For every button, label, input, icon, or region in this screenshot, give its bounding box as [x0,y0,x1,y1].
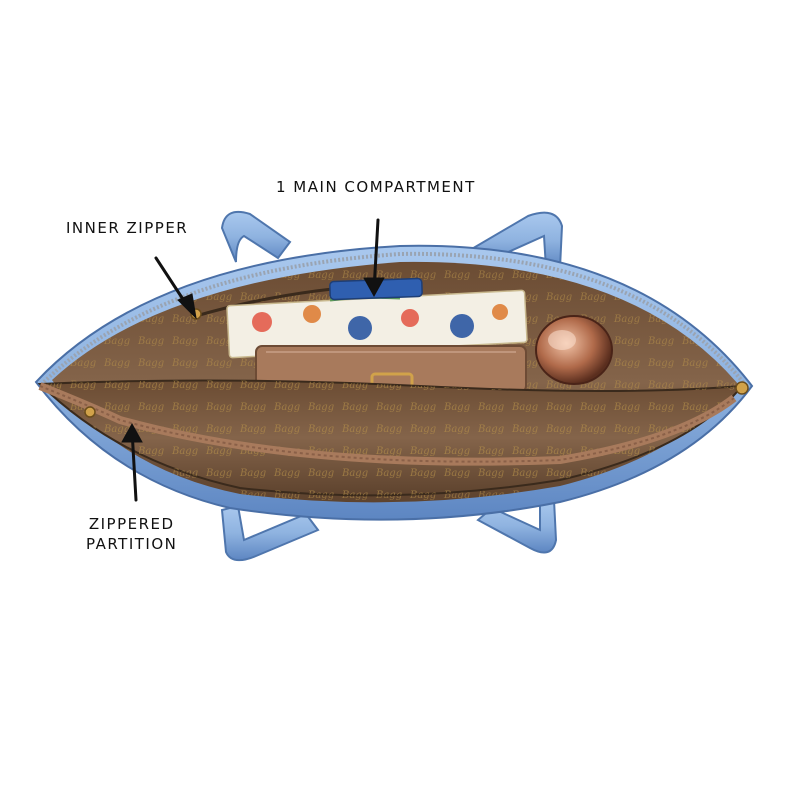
callout-main-compartment: 1 MAIN COMPARTMENT [276,178,476,196]
callout-zippered-partition-line1: ZIPPERED [88,515,175,533]
callout-zippered-partition: ZIPPERED PARTITION [86,514,177,554]
wallet-pouch [255,345,527,393]
round-tin [535,315,613,385]
callout-inner-zipper: INNER ZIPPER [66,219,189,237]
main-zipper-track [42,251,748,388]
outer-zipper-pull [735,381,749,395]
zippered-partition [37,379,745,497]
callout-arrows [121,218,385,502]
callout-zippered-partition-line2: PARTITION [86,535,178,553]
